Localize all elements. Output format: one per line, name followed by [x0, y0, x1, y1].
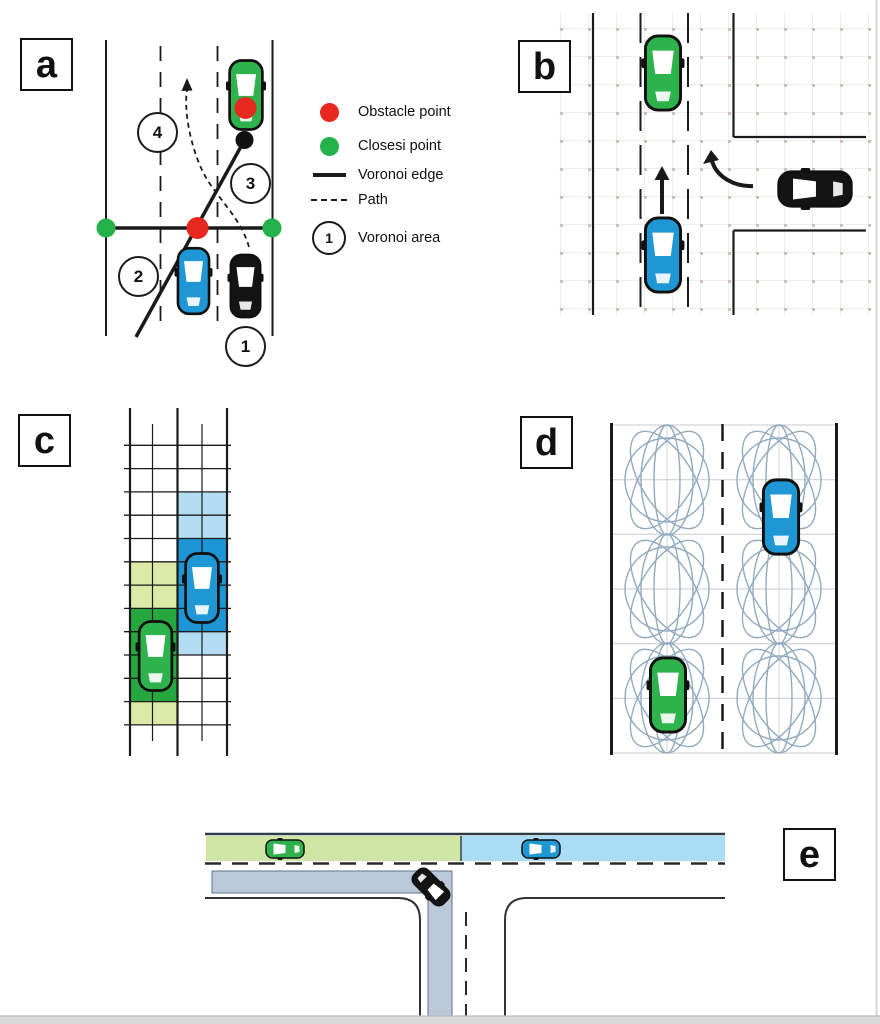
voronoi-area-circle-4: 4 [137, 112, 178, 153]
legend-label: Path [358, 192, 388, 208]
slate-turn-lane [211, 870, 453, 1017]
page-right-border [875, 0, 878, 1024]
vehicle-node-dot [235, 131, 254, 149]
legend-row-closest: Closesi point [309, 134, 441, 158]
blue-car-icon [759, 478, 803, 556]
panel-label-d: d [520, 416, 573, 469]
panel-label-e: e [783, 828, 836, 881]
obstacle-point-dot [234, 97, 257, 119]
planned-path-dashed [181, 78, 250, 248]
panel-d-diagram [610, 423, 838, 755]
legend-row-obstacle: Obstacle point [309, 100, 451, 124]
green-car-icon [265, 838, 305, 860]
straight-arrow [654, 166, 670, 214]
blue-car-icon [521, 838, 561, 860]
page-bottom-strip [0, 1016, 880, 1024]
blue-lane-area [461, 836, 725, 861]
panel-c-diagram [124, 408, 231, 756]
path-dashed-line-icon [309, 199, 349, 201]
blue-car-icon [174, 246, 213, 316]
voronoi-area-circle-icon: 1 [309, 221, 349, 255]
legend-row-path: Path [309, 188, 388, 212]
occupancy-grid [559, 13, 872, 315]
junction-left-boundary [205, 897, 421, 1016]
voronoi-edge-diagonal [134, 140, 246, 338]
panel-label-a: a [20, 38, 73, 91]
grid-lines-d [612, 424, 836, 754]
voronoi-edge-line-icon [309, 172, 349, 178]
legend-label: Closesi point [358, 138, 442, 154]
closest-point-dot-icon [309, 136, 349, 156]
green-car-icon [646, 656, 690, 734]
panel-label-b: b [518, 40, 571, 93]
voronoi-area-badge: 1 [312, 221, 346, 255]
panel-e-diagram [205, 832, 725, 1017]
green-lane-area [206, 836, 461, 861]
legend-label: Voronoi area [358, 230, 441, 246]
panel-b-diagram [559, 13, 872, 315]
green-car-icon [135, 619, 176, 693]
closest-point-dot [262, 218, 282, 238]
legend-row-voronoi-area: 1 Voronoi area [309, 220, 440, 256]
black-car-icon [227, 253, 264, 319]
closest-point-dot [96, 218, 116, 238]
green-car-icon [226, 58, 266, 132]
legend-row-voronoi-edge: Voronoi edge [309, 163, 443, 187]
obstacle-point-dot-icon [309, 102, 349, 122]
road-lane-lines-a [105, 40, 274, 336]
panel-label-c: c [18, 414, 71, 467]
panel-a-diagram [96, 40, 282, 338]
road-lines-d [610, 423, 838, 755]
blue-car-icon [641, 216, 685, 294]
obstacle-point-dot [186, 217, 209, 239]
voronoi-area-circle-3: 3 [230, 163, 271, 204]
legend-label: Voronoi edge [358, 167, 444, 183]
blue-car-icon [182, 551, 222, 625]
junction-right-boundary [504, 897, 725, 1016]
road-lines-b [591, 13, 866, 315]
grid-lines-c [124, 408, 231, 756]
voronoi-area-circle-2: 2 [118, 256, 159, 297]
path-arrowhead [181, 78, 193, 91]
green-car-icon [641, 34, 685, 112]
legend-label: Obstacle point [358, 104, 451, 120]
turn-arrow [703, 150, 754, 189]
black-car-icon [777, 168, 853, 210]
voronoi-area-circle-1: 1 [225, 326, 266, 367]
